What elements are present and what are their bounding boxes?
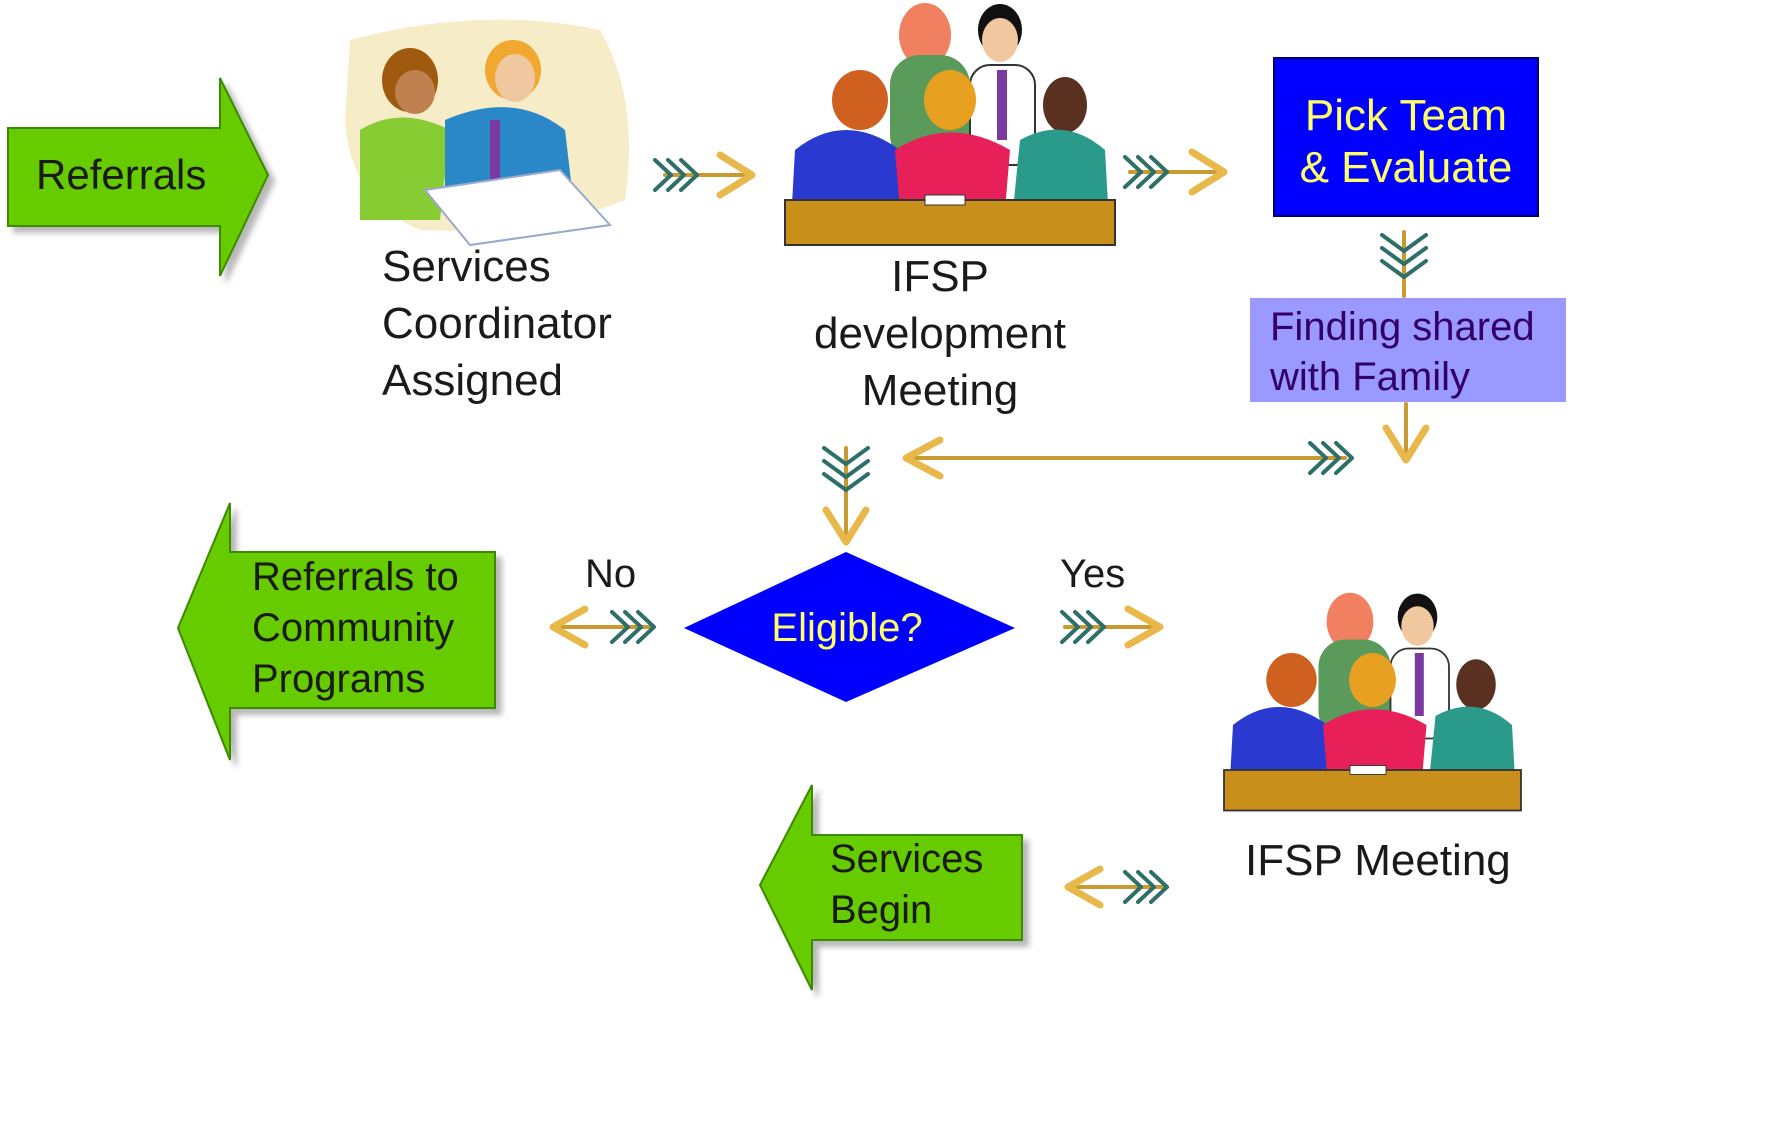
referrals-label: Referrals xyxy=(36,151,207,198)
eligible-diamond xyxy=(684,552,1015,702)
ifsp-meeting-label: IFSP Meeting xyxy=(1245,836,1511,885)
pick-team-label: Pick Team & Evaluate xyxy=(1299,91,1513,192)
connector-arrow-6 xyxy=(822,446,870,546)
connector-arrow-yes xyxy=(1060,605,1164,649)
ifsp-development-label: IFSP development Meeting xyxy=(814,252,1066,415)
services-coordinator-illustration xyxy=(345,19,630,247)
services-begin-arrow-shape xyxy=(758,784,1023,991)
referrals-community-label: Referrals to Community Programs xyxy=(252,555,459,701)
ifsp-development-illustration xyxy=(784,2,1116,246)
finding-shared-box xyxy=(1250,298,1566,402)
connector-arrow-3 xyxy=(1380,230,1428,298)
connector-arrow-4 xyxy=(1382,402,1430,464)
services-begin-label: Services Begin xyxy=(830,837,984,932)
pick-team-box xyxy=(1273,57,1539,217)
edge-label-no: No xyxy=(585,552,637,596)
services-coordinator-label: Services Coordinator Assigned xyxy=(382,242,612,405)
connector-arrow-1 xyxy=(653,151,756,199)
ifsp-meeting-illustration xyxy=(1223,591,1522,812)
edge-label-yes: Yes xyxy=(1060,552,1126,596)
referrals-arrow-shape xyxy=(7,77,270,277)
connector-arrow-2 xyxy=(1123,148,1228,196)
connector-arrow-5 xyxy=(902,436,1354,480)
eligible-label: Eligible? xyxy=(771,606,923,650)
connector-arrow-9 xyxy=(1064,865,1169,909)
referrals-community-arrow-shape xyxy=(176,502,496,761)
connector-arrow-no xyxy=(549,605,656,649)
finding-shared-label: Finding shared with Family xyxy=(1270,305,1535,399)
